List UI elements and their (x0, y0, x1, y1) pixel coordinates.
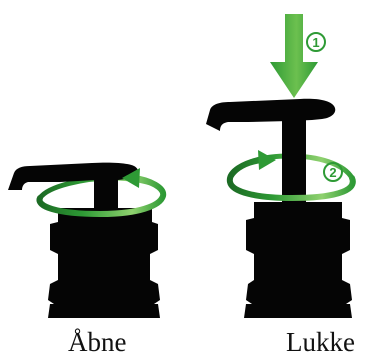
pump-head-close (206, 99, 335, 131)
pump-head-open (8, 163, 138, 190)
caption-open: Åbne (68, 326, 126, 358)
pump-collar-close (246, 202, 352, 304)
pump-open (8, 163, 163, 318)
bottle-neck-close (244, 304, 352, 318)
rotate-clockwise-icon (258, 150, 276, 170)
pump-stem-close (282, 118, 306, 202)
arrow-down-icon (270, 14, 318, 98)
pump-collar-open (48, 208, 160, 304)
step-2-badge: 2 (324, 163, 342, 181)
caption-close: Lukke (286, 326, 355, 358)
step-2-label: 2 (329, 165, 336, 180)
pump-stem-open (94, 176, 118, 208)
step-1-badge: 1 (307, 33, 325, 51)
pump-close: 1 2 (206, 14, 353, 318)
bottle-neck-open (48, 304, 160, 318)
step-1-label: 1 (312, 35, 319, 50)
